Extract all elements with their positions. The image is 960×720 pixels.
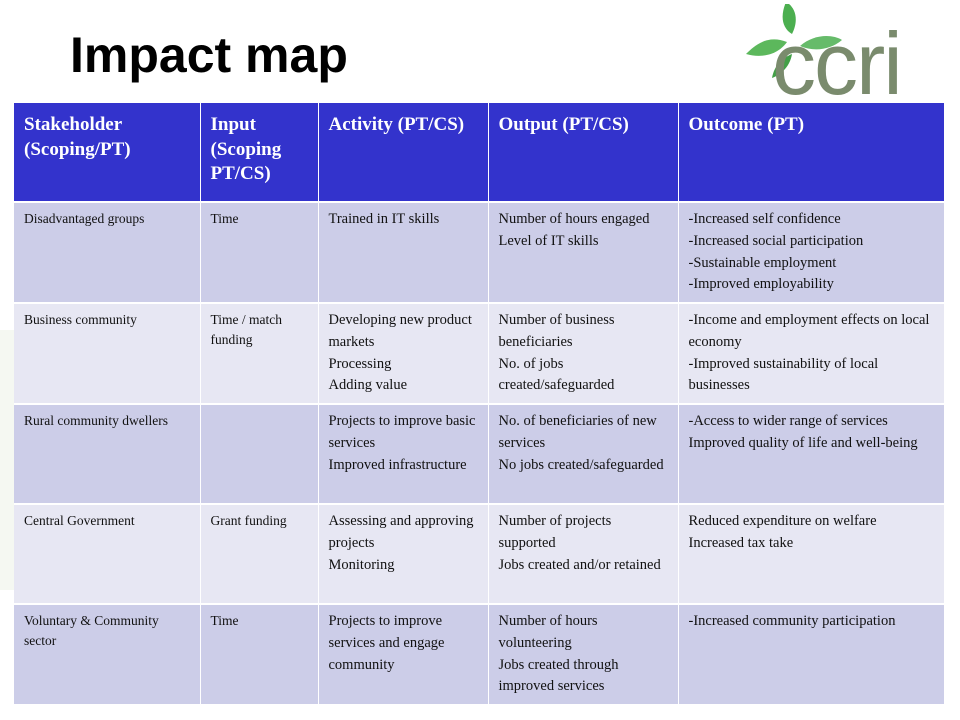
page-title: Impact map: [70, 27, 348, 83]
cell-line: Jobs created and/or retained: [498, 556, 661, 573]
cell-line: Projects to improve basic services: [328, 413, 476, 451]
header-outcome: Outcome (PT): [678, 103, 945, 203]
cell-output: No. of beneficiaries of new services No j…: [488, 404, 679, 505]
cell-line: Improved quality of life and well-being: [688, 434, 918, 451]
cell-outcome: -Income and employment effects on local …: [678, 303, 945, 405]
cell-stakeholder: Disadvantaged groups: [14, 202, 201, 304]
table-row: Voluntary & Community sector Time Projects…: [14, 604, 945, 706]
cell-activity: Projects to improve services and engage …: [318, 604, 489, 706]
cell-line: No jobs created/safeguarded: [498, 456, 664, 473]
cell-line: Number of hours engaged: [498, 211, 650, 227]
cell-line: Improved infrastructure: [328, 456, 467, 473]
cell-line: Time / match funding: [210, 312, 283, 348]
cell-line: -Income and employment effects on local …: [688, 312, 930, 350]
cell-line: Reduced expenditure on welfare: [688, 513, 877, 529]
cell-stakeholder: Business community: [14, 303, 201, 405]
cell-activity: Trained in IT skills: [318, 202, 489, 304]
cell-line: -Access to wider range of services: [688, 413, 888, 429]
cell-line: Trained in IT skills: [328, 211, 440, 227]
table-row: Business community Time / match funding De…: [14, 303, 945, 405]
cell-line: Monitoring: [328, 556, 395, 573]
cell-line: Business community: [24, 312, 137, 327]
leaf-icon: [746, 4, 842, 78]
cell-outcome: -Increased self confidence -Increased soc…: [678, 202, 945, 304]
cell-input: Time: [200, 604, 319, 706]
cell-line: -Improved employability: [688, 276, 834, 293]
cell-line: Central Government: [24, 513, 135, 528]
cell-line: -Increased community participation: [688, 613, 896, 629]
cell-line: Disadvantaged groups: [24, 211, 145, 226]
cell-line: Projects to improve services and engage …: [328, 613, 445, 673]
cell-stakeholder: Rural community dwellers: [14, 404, 201, 505]
cell-line: Time: [210, 211, 239, 226]
cell-stakeholder: Central Government: [14, 504, 201, 605]
cell-line: Number of projects supported: [498, 513, 612, 551]
cell-line: Assessing and approving projects: [328, 513, 474, 551]
cell-stakeholder: Voluntary & Community sector: [14, 604, 201, 706]
cell-line: No. of jobs created/safeguarded: [498, 355, 615, 394]
table-row: Rural community dwellers Projects to impr…: [14, 404, 945, 505]
cell-line: Jobs created through improved services: [498, 656, 619, 695]
cell-line: -Sustainable employment: [688, 254, 837, 271]
cell-line: -Increased social participation: [688, 232, 864, 249]
cell-input: Time / match funding: [200, 303, 319, 405]
cell-line: Grant funding: [210, 513, 287, 528]
cell-line: Number of business beneficiaries: [498, 312, 615, 350]
impact-map-table: Stakeholder (Scoping/PT) Input (Scoping …: [14, 103, 945, 706]
logo-text: ccri: [772, 14, 903, 113]
cell-input: Time: [200, 202, 319, 304]
table-row: Central Government Grant funding Assessing…: [14, 504, 945, 605]
cell-input: [200, 404, 319, 505]
cell-line: Increased tax take: [688, 534, 794, 551]
cell-line: Number of hours volunteering: [498, 613, 598, 651]
ccri-logo: ccri: [742, 4, 952, 108]
header-input: Input (Scoping PT/CS): [200, 103, 319, 203]
cell-line: No. of beneficiaries of new services: [498, 413, 657, 451]
cell-outcome: -Increased community participation: [678, 604, 945, 706]
cell-input: Grant funding: [200, 504, 319, 605]
cell-line: -Improved sustainability of local busine…: [688, 355, 879, 394]
cell-line: Rural community dwellers: [24, 413, 168, 428]
cell-line: Developing new product markets: [328, 312, 472, 350]
table-row: Disadvantaged groups Time Trained in IT sk…: [14, 202, 945, 304]
cell-line: Adding value: [328, 377, 408, 394]
header-stakeholder: Stakeholder (Scoping/PT): [14, 103, 201, 203]
cell-line: Level of IT skills: [498, 232, 599, 249]
cell-line: Time: [210, 613, 239, 628]
cell-line: Voluntary & Community sector: [24, 613, 159, 649]
header-row: Stakeholder (Scoping/PT) Input (Scoping …: [14, 103, 945, 203]
cell-line: -Increased self confidence: [688, 211, 841, 227]
cell-line: Processing: [328, 355, 392, 372]
header-activity: Activity (PT/CS): [318, 103, 489, 203]
header-output: Output (PT/CS): [488, 103, 679, 203]
